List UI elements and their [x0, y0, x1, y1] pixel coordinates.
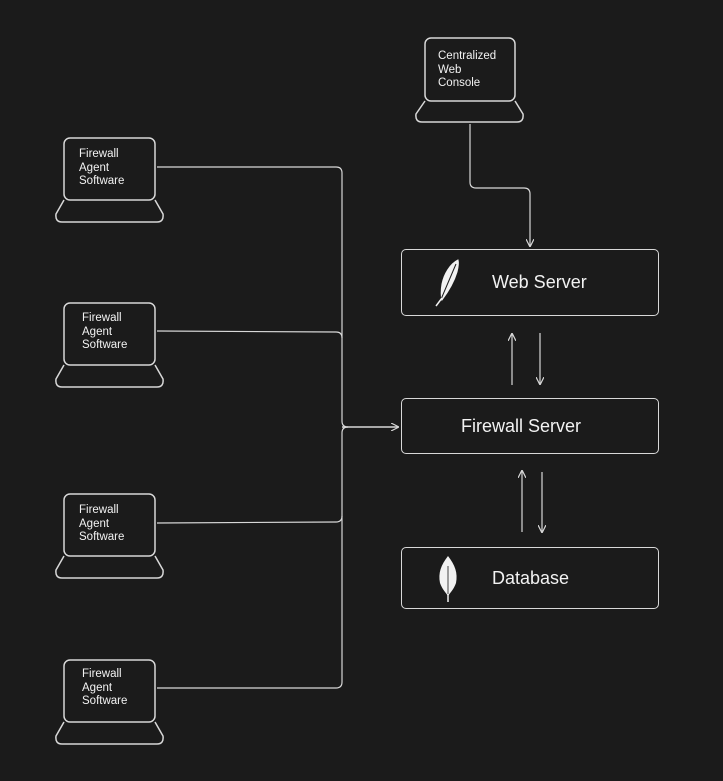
agent-4-connector [157, 426, 349, 689]
console-to-webserver-connector [469, 124, 530, 246]
database-box: Database [401, 547, 659, 609]
feather-icon [435, 259, 459, 307]
leaf-icon [439, 556, 457, 602]
agent-2-connector [156, 330, 343, 339]
agent-laptop-1-icon [55, 137, 164, 223]
agent-3-connector [156, 515, 343, 524]
agent-2-label: Firewall Agent Software [82, 312, 128, 351]
console-laptop-icon [415, 37, 524, 123]
agent-1-connector [157, 166, 349, 428]
firewall-server-label: Firewall Server [461, 416, 582, 436]
agent-3-label: Firewall Agent Software [79, 504, 125, 543]
web-server-box: Web Server [401, 249, 659, 316]
firewall-server-box: Firewall Server [401, 398, 659, 454]
agent-laptop-3-icon [55, 493, 164, 579]
database-label: Database [492, 568, 570, 588]
agent-laptop-4-icon [55, 659, 164, 745]
console-label: Centralized Web Console [438, 50, 497, 89]
agent-laptop-2-icon [55, 302, 164, 388]
web-server-label: Web Server [492, 272, 587, 292]
agent-4-label: Firewall Agent Software [82, 668, 128, 707]
agent-1-label: Firewall Agent Software [79, 148, 125, 187]
